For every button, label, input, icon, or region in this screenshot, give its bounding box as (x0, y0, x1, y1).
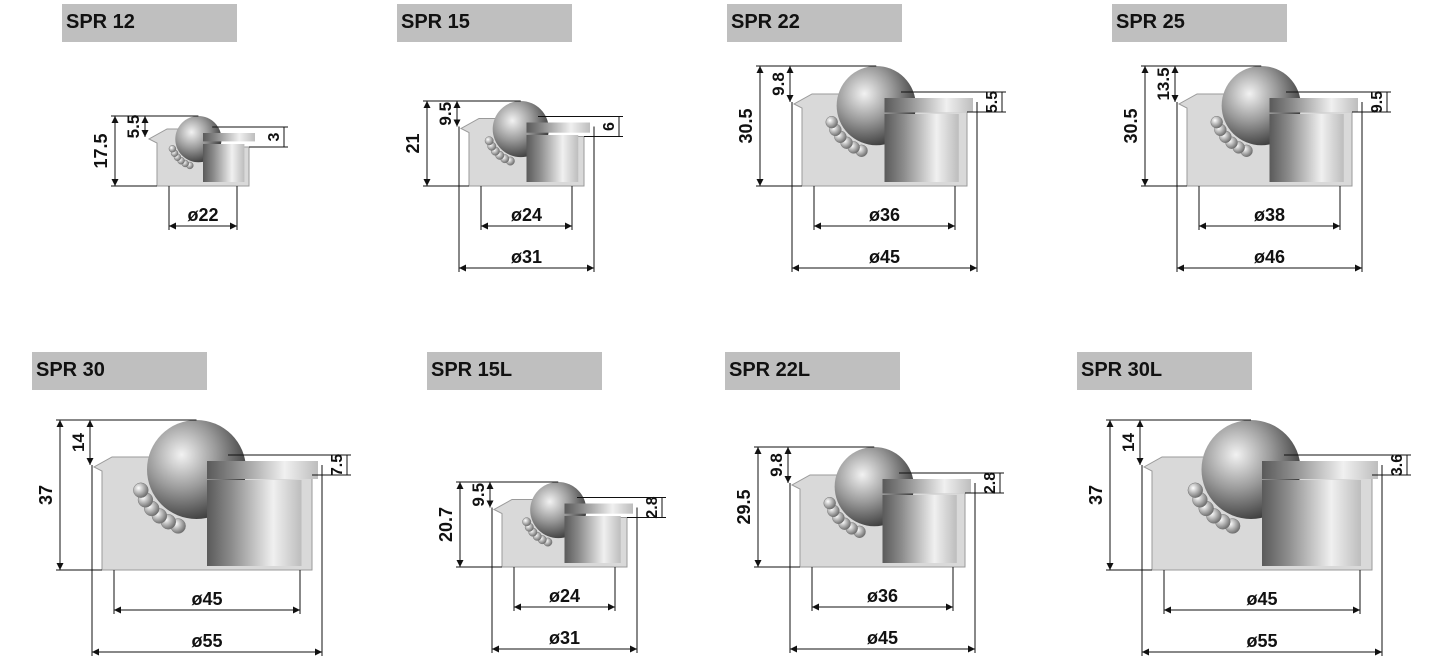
spr15l-drawing: 20.7 9.5 2.8 ø24 ø31 (436, 481, 666, 653)
dim-label-d1: ø24 (549, 586, 580, 606)
dim-label-d2: ø55 (1246, 631, 1277, 651)
dim-label-d1: ø22 (187, 205, 218, 225)
cylinder-cap (203, 133, 255, 142)
dim-label-height: 37 (1086, 485, 1106, 505)
dim-label-height: 30.5 (736, 108, 756, 143)
dim-label-ball: 14 (69, 433, 88, 452)
support-ball (1210, 116, 1223, 129)
cylinder-body (564, 516, 621, 563)
dim-label-ball: 9.8 (769, 72, 788, 96)
dim-label-flange: 5.5 (984, 91, 1001, 113)
panel-title: SPR 22L (725, 352, 900, 390)
support-ball (168, 145, 177, 153)
panel-spr15l: SPR 15L 20.7 9.5 2.8 ø24 ø31 (427, 352, 727, 665)
dim-label-height: 37 (36, 485, 56, 505)
cylinder-cap (884, 98, 973, 113)
panel-title: SPR 15L (427, 352, 602, 390)
cylinder-cap (564, 503, 633, 514)
dim-label-flange: 3.6 (1389, 454, 1406, 476)
cylinder-body (1269, 114, 1344, 182)
panel-spr30l: SPR 30L 37 14 3.6 ø45 ø55 (1077, 352, 1427, 665)
dim-label-flange: 9.5 (1369, 91, 1386, 113)
support-ball (484, 136, 494, 146)
dim-label-height: 20.7 (436, 507, 456, 542)
dim-label-ball: 9.8 (767, 453, 786, 477)
dim-label-flange: 3 (266, 132, 283, 141)
dim-label-flange: 2.8 (644, 496, 661, 518)
dim-label-d2: ø55 (191, 631, 222, 651)
panel-title: SPR 12 (62, 4, 237, 42)
panel-spr30: SPR 30 37 14 7.5 ø45 ø55 (32, 352, 362, 665)
dim-label-d2: ø31 (511, 247, 542, 267)
support-ball (825, 116, 838, 129)
dim-label-d2: ø45 (869, 247, 900, 267)
panel-title: SPR 30L (1077, 352, 1252, 390)
cylinder-body (203, 144, 245, 182)
spr22-drawing: 30.5 9.8 5.5 ø36 ø45 (736, 65, 1006, 272)
panel-title: SPR 30 (32, 352, 207, 390)
support-ball (823, 497, 836, 510)
dim-label-ball: 9.5 (469, 483, 488, 507)
support-ball (133, 482, 149, 498)
panel-spr22l: SPR 22L 29.5 9.8 2.8 ø36 ø45 (725, 352, 1025, 665)
dim-label-flange: 2.8 (982, 472, 999, 494)
spr25-drawing: 30.5 13.5 9.5 ø38 ø46 (1121, 65, 1391, 272)
dim-label-height: 30.5 (1121, 108, 1141, 143)
cylinder-body (207, 480, 302, 566)
panel-spr15: SPR 15 21 9.5 6 ø24 ø31 (397, 4, 697, 284)
spr15-drawing: 21 9.5 6 ø24 ø31 (403, 100, 623, 272)
dim-label-height: 21 (403, 133, 423, 153)
cylinder-cap (882, 479, 971, 494)
dim-label-d1: ø36 (869, 205, 900, 225)
cylinder-body (1262, 480, 1361, 566)
spr30l-drawing: 37 14 3.6 ø45 ø55 (1086, 419, 1411, 656)
dim-label-flange: 6 (601, 122, 618, 131)
cylinder-cap (1269, 98, 1358, 113)
cylinder-cap (207, 461, 318, 479)
spr22l-drawing: 29.5 9.8 2.8 ø36 ø45 (734, 446, 1004, 653)
cylinder-body (526, 135, 579, 182)
dim-label-d1: ø24 (511, 205, 542, 225)
panel-spr25: SPR 25 30.5 13.5 9.5 ø38 ø46 (1112, 4, 1412, 284)
dim-label-ball: 13.5 (1154, 67, 1173, 100)
dim-label-d2: ø45 (867, 628, 898, 648)
dim-label-d2: ø46 (1254, 247, 1285, 267)
spr30-drawing: 37 14 7.5 ø45 ø55 (36, 419, 351, 656)
dim-label-height: 17.5 (91, 133, 111, 168)
panel-spr22: SPR 22 30.5 9.8 5.5 ø36 ø45 (727, 4, 1027, 284)
dim-label-flange: 7.5 (329, 454, 346, 476)
support-ball (522, 517, 532, 527)
support-ball (1187, 482, 1204, 498)
cylinder-body (882, 495, 957, 563)
cylinder-cap (1262, 461, 1378, 479)
panel-title: SPR 22 (727, 4, 902, 42)
dim-label-height: 29.5 (734, 489, 754, 524)
dim-label-d1: ø45 (191, 589, 222, 609)
dim-label-ball: 5.5 (124, 115, 143, 139)
dim-label-d1: ø38 (1254, 205, 1285, 225)
panel-title: SPR 25 (1112, 4, 1287, 42)
spr12-drawing: 17.5 5.5 3 ø22 (91, 115, 288, 230)
dim-label-ball: 14 (1119, 433, 1138, 452)
dim-label-d1: ø36 (867, 586, 898, 606)
dim-label-ball: 9.5 (436, 102, 455, 126)
dim-label-d2: ø31 (549, 628, 580, 648)
panel-spr12: SPR 12 17.5 5.5 3 ø22 (62, 4, 362, 264)
dim-label-d1: ø45 (1246, 589, 1277, 609)
cylinder-body (884, 114, 959, 182)
panel-title: SPR 15 (397, 4, 572, 42)
cylinder-cap (526, 122, 590, 133)
